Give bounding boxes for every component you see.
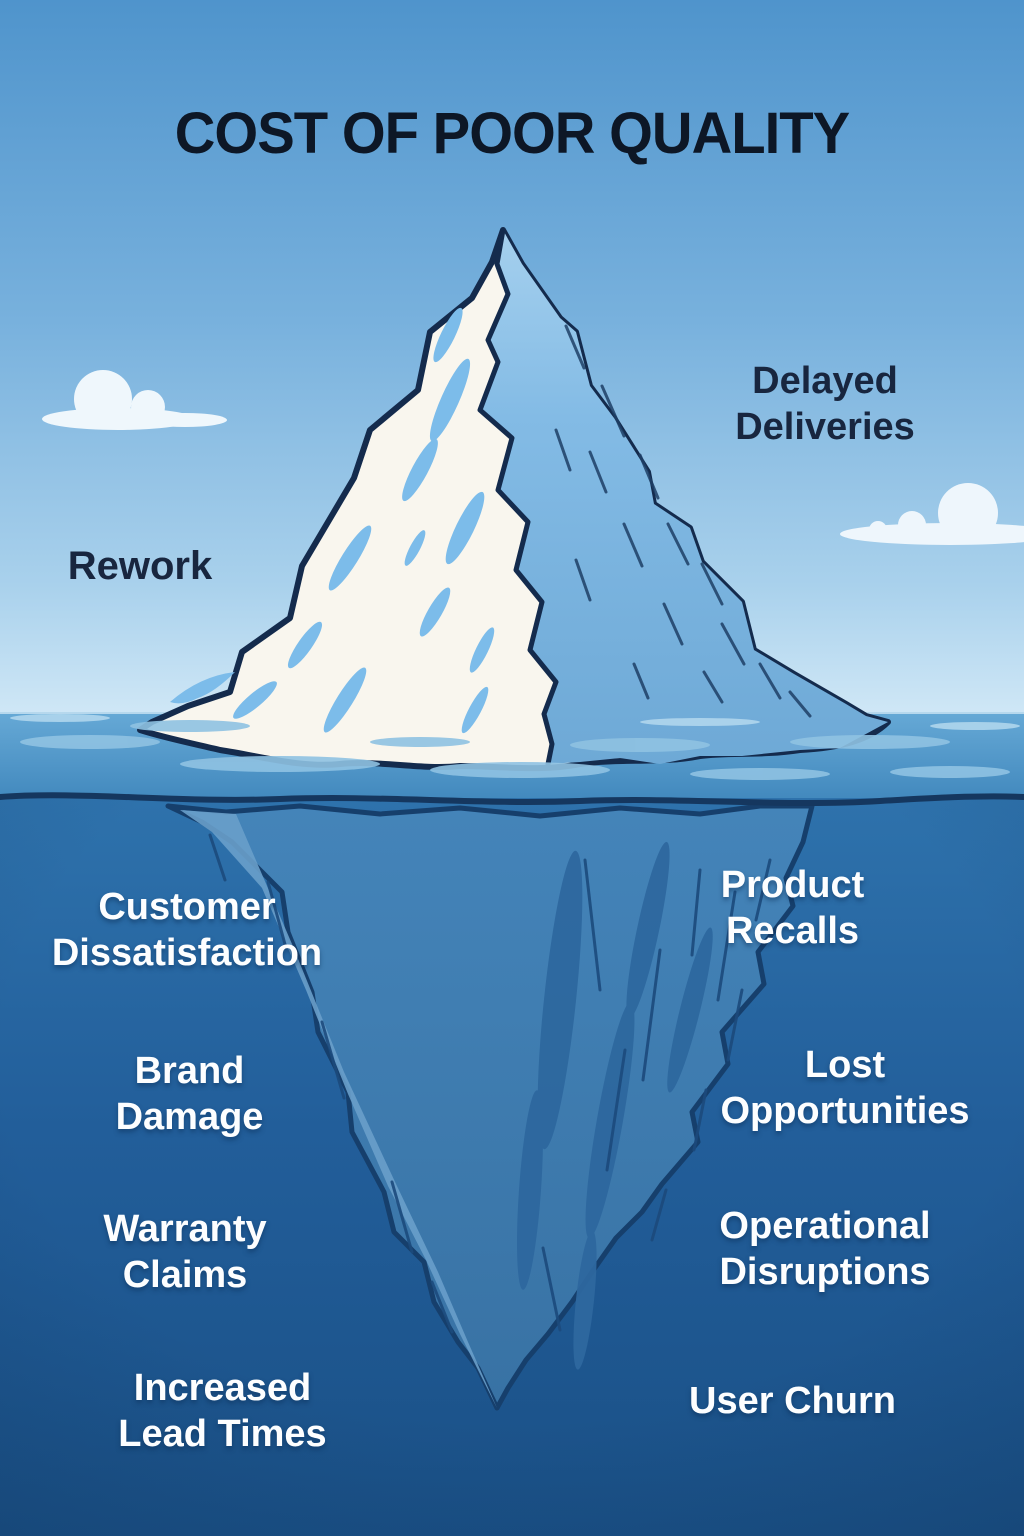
label-increased-lead-times: Increased Lead Times bbox=[118, 1367, 327, 1456]
cloud-right bbox=[840, 483, 1024, 545]
page-title: COST OF POOR QUALITY bbox=[174, 101, 850, 166]
waterline bbox=[0, 792, 1024, 806]
label-customer-dissatisfaction: Customer Dissatisfaction bbox=[51, 886, 323, 975]
iceberg-below-water bbox=[165, 803, 815, 1411]
label-rework: Rework bbox=[67, 544, 213, 588]
water-streaks bbox=[10, 714, 1020, 780]
label-lost-opportunities: Lost Opportunities bbox=[720, 1044, 970, 1133]
label-user-churn: User Churn bbox=[689, 1380, 896, 1422]
label-operational-disruptions: Operational Disruptions bbox=[719, 1205, 931, 1294]
label-brand-damage: Brand Damage bbox=[115, 1050, 264, 1139]
label-product-recalls: Product Recalls bbox=[720, 864, 865, 953]
label-warranty-claims: Warranty Claims bbox=[103, 1208, 267, 1297]
cloud-left bbox=[42, 370, 227, 430]
ice-hatching bbox=[554, 324, 812, 718]
label-delayed-deliveries: Delayed Deliveries bbox=[735, 360, 915, 449]
ice-streaks bbox=[170, 307, 495, 734]
